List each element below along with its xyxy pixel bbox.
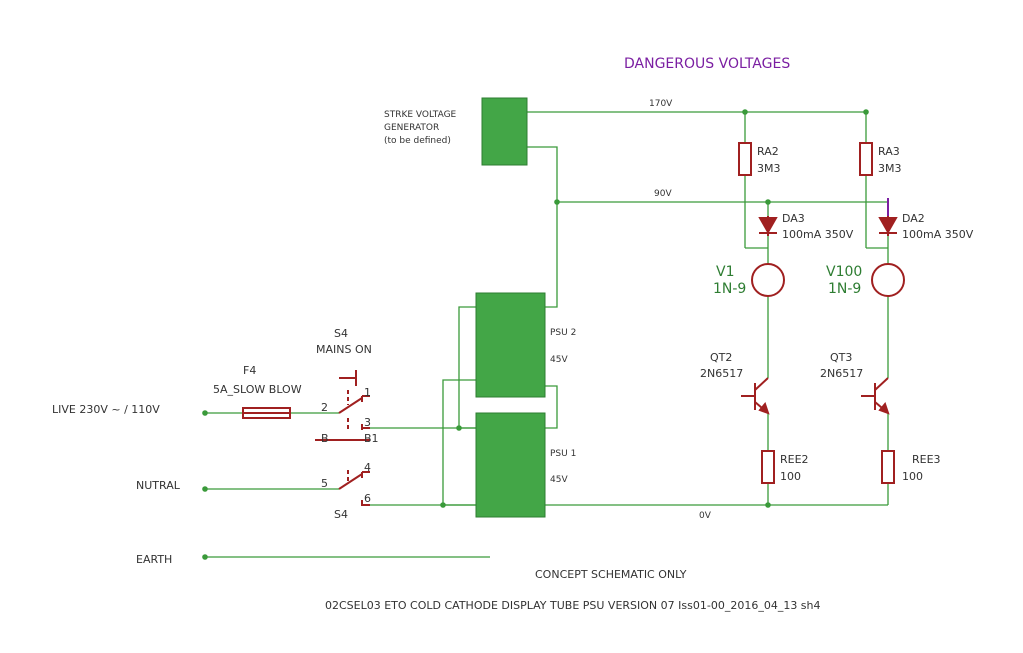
v1-ref: V1 xyxy=(716,264,734,280)
switch-pin-b1: B1 xyxy=(364,432,379,445)
switch-pin-2: 2 xyxy=(321,401,328,414)
tube-v1: V1 1N-9 xyxy=(713,263,785,297)
da2-ref: DA2 xyxy=(902,212,925,225)
psu1-name: PSU 1 xyxy=(550,449,576,459)
psu1-voltage: 45V xyxy=(550,475,568,485)
switch-pin-3: 3 xyxy=(364,416,371,429)
rail-170v-label: 170V xyxy=(649,99,673,109)
switch-pin-4: 4 xyxy=(364,461,371,474)
switch-pin-6: 6 xyxy=(364,492,371,505)
junctions xyxy=(202,109,869,560)
transistor-qt2: QT2 2N6517 xyxy=(700,351,770,415)
switch-pin-1: 1 xyxy=(364,386,371,399)
v100-type: 1N-9 xyxy=(828,281,861,297)
neutral-input-label: NUTRAL xyxy=(136,479,181,492)
switch-value: MAINS ON xyxy=(316,343,372,356)
strike-gen-label-2: GENERATOR xyxy=(384,123,439,133)
qt2-ref: QT2 xyxy=(710,351,732,364)
switch-pin-5: 5 xyxy=(321,477,328,490)
strike-gen-label-3: (to be defined) xyxy=(384,136,451,146)
resistor-ra3: RA3 3M3 xyxy=(859,142,902,176)
resistor-ree2: REE2 100 xyxy=(761,450,809,484)
psu-1: PSU 1 45V xyxy=(475,412,576,518)
rail-0v-label: 0V xyxy=(699,511,712,521)
concept-note: CONCEPT SCHEMATIC ONLY xyxy=(535,568,687,581)
psu2-name: PSU 2 xyxy=(550,328,576,338)
da3-value: 100mA 350V xyxy=(782,228,854,241)
qt2-type: 2N6517 xyxy=(700,367,743,380)
ra2-value: 3M3 xyxy=(757,162,781,175)
resistor-ree3: REE3 100 xyxy=(881,450,941,484)
v100-ref: V100 xyxy=(826,264,862,280)
diode-da3: DA3 100mA 350V xyxy=(758,212,854,241)
warning-title: DANGEROUS VOLTAGES xyxy=(624,56,790,72)
switch-pin-b: B xyxy=(321,432,329,445)
ree2-value: 100 xyxy=(780,470,801,483)
psu-2: PSU 2 45V xyxy=(475,292,576,398)
strike-voltage-generator: STRKE VOLTAGE GENERATOR (to be defined) xyxy=(384,97,528,166)
wires xyxy=(205,111,889,558)
fuse-ref: F4 xyxy=(243,364,256,377)
earth-input-label: EARTH xyxy=(136,553,172,566)
live-input-label: LIVE 230V ~ / 110V xyxy=(52,403,160,416)
switch-ref-top: S4 xyxy=(334,327,348,340)
da3-ref: DA3 xyxy=(782,212,805,225)
mains-switch-s4: S4 MAINS ON 1 2 3 B B1 4 5 6 S4 xyxy=(315,327,379,521)
ree3-value: 100 xyxy=(902,470,923,483)
ra3-value: 3M3 xyxy=(878,162,902,175)
resistor-ra2: RA2 3M3 xyxy=(738,142,781,176)
tube-v100: V100 1N-9 xyxy=(826,263,905,297)
ra3-ref: RA3 xyxy=(878,145,900,158)
rail-90v-label: 90V xyxy=(654,189,672,199)
v1-type: 1N-9 xyxy=(713,281,746,297)
fuse-f4: F4 5A_SLOW BLOW xyxy=(213,364,302,419)
drawing-footer: 02CSEL03 ETO COLD CATHODE DISPLAY TUBE P… xyxy=(325,599,821,612)
qt3-type: 2N6517 xyxy=(820,367,863,380)
diode-da2: DA2 100mA 350V xyxy=(878,198,974,241)
qt3-ref: QT3 xyxy=(830,351,852,364)
strike-gen-label-1: STRKE VOLTAGE xyxy=(384,110,457,120)
fuse-value: 5A_SLOW BLOW xyxy=(213,383,302,396)
transistor-qt3: QT3 2N6517 xyxy=(820,351,890,415)
psu2-voltage: 45V xyxy=(550,355,568,365)
ree2-ref: REE2 xyxy=(780,453,809,466)
ree3-ref: REE3 xyxy=(912,453,941,466)
da2-value: 100mA 350V xyxy=(902,228,974,241)
ra2-ref: RA2 xyxy=(757,145,779,158)
switch-ref-bottom: S4 xyxy=(334,508,348,521)
